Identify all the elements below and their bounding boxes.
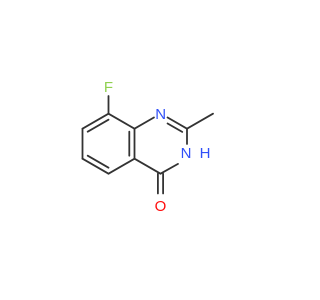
benzene-ring-bonds <box>81 112 136 175</box>
substituent-bonds <box>107 95 214 195</box>
molecule-structure-diagram: F N N H O <box>81 79 214 215</box>
bond-c7-c8-inner <box>86 118 110 133</box>
bond-n1-c2 <box>166 116 188 130</box>
pyrimidinone-ring-bonds <box>133 116 188 175</box>
bond-c2-methyl <box>186 112 214 130</box>
atom-nitrogen-1-label: N <box>155 106 166 123</box>
bond-c4a-c5 <box>107 157 136 175</box>
bond-n3-c4 <box>159 162 179 175</box>
bond-c8-c8a <box>107 112 136 130</box>
bond-c8a-n1 <box>133 116 155 130</box>
bond-c5-c6 <box>81 157 110 175</box>
atom-nitrogen-3-label: N <box>181 145 192 162</box>
bond-n1-c2-inner <box>166 122 184 133</box>
bond-c5-c6-inner <box>86 154 110 169</box>
bond-c7-c8 <box>81 112 110 130</box>
atom-fluorine-label: F <box>104 79 113 96</box>
atom-hydrogen-3-label: H <box>200 145 211 162</box>
bond-c4-c4a <box>133 157 162 175</box>
atom-oxygen-label: O <box>155 198 167 215</box>
